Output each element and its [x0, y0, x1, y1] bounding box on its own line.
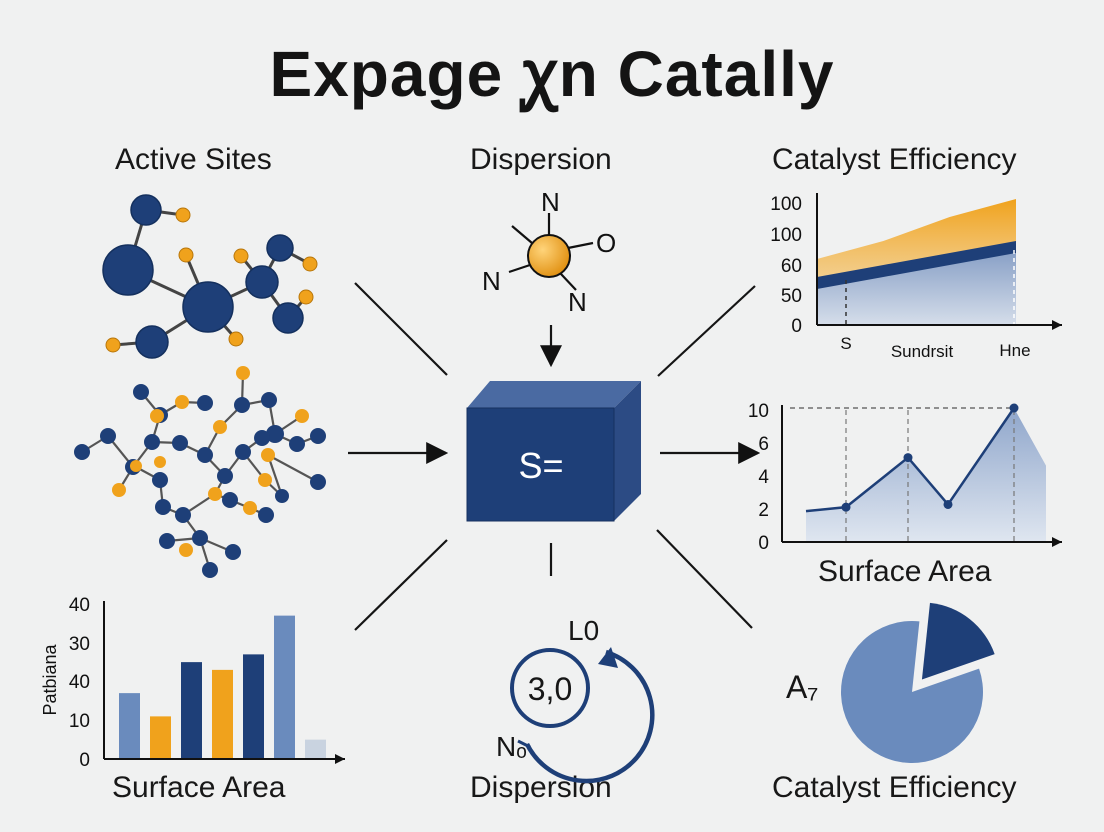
orange-atom	[527, 234, 571, 278]
atom-label-n-top: N	[541, 187, 560, 217]
surface-area-bar-chart: 40 30 40 10 0 Patbiana	[40, 595, 345, 771]
pie-slice-small	[921, 602, 995, 680]
bar	[274, 615, 295, 759]
top-chart-x-arrowhead	[1052, 320, 1062, 330]
y-tick-label: 4	[758, 467, 769, 488]
x-tick-label: S	[840, 334, 851, 353]
surface-area-line-chart: 10 6 4 2 0	[748, 401, 1062, 554]
atom-label-n-left: N	[482, 266, 501, 296]
data-point	[903, 453, 913, 463]
y-tick-label: 10	[748, 401, 769, 422]
cycle-arrowhead	[598, 647, 618, 668]
data-point	[943, 499, 953, 509]
cycle-value: 3,0	[528, 671, 572, 707]
cycle-top-label: L0	[568, 615, 599, 646]
dispersion-atom: N O N N	[482, 187, 616, 317]
y-tick-label: 40	[69, 595, 90, 616]
atom-label-o: O	[596, 228, 616, 258]
mid-chart-x-arrowhead	[1052, 537, 1062, 547]
bar	[305, 739, 326, 759]
area-series-3	[817, 253, 1016, 325]
data-point	[841, 502, 851, 512]
molecule-illustration	[102, 194, 318, 359]
center-block: S=	[466, 381, 641, 522]
connectors	[348, 282, 761, 631]
pie-slice-large	[841, 620, 983, 763]
label-dispersion-top: Dispersion	[470, 143, 612, 176]
y-tick-label: 0	[79, 750, 90, 771]
label-surface-area-bottom: Surface Area	[112, 771, 286, 804]
y-tick-label: 0	[758, 533, 769, 554]
atom-label-n-bottom: N	[568, 287, 587, 317]
bar-chart-x-arrowhead	[335, 754, 345, 764]
pie-side-label: A₇	[786, 669, 818, 705]
catalyst-efficiency-pie-chart: A₇	[786, 602, 995, 763]
label-dispersion-bottom: Dispersion	[470, 771, 612, 804]
y-tick-label: 50	[781, 286, 802, 307]
y-tick-label: 10	[69, 711, 90, 732]
x-tick-label: Hne	[999, 341, 1030, 360]
dispersion-cycle: 3,0 L0 Nₒ	[496, 615, 655, 784]
cycle-bottom-label: Nₒ	[496, 731, 527, 762]
connector-top-left	[354, 282, 448, 376]
surface-area-fill	[806, 408, 1046, 542]
network-illustration	[74, 366, 326, 578]
data-point	[1009, 403, 1019, 413]
connector-bottom-left	[354, 539, 448, 631]
bar	[181, 662, 202, 759]
center-block-label: S=	[518, 445, 563, 486]
bar	[119, 693, 140, 759]
bar	[150, 716, 171, 759]
y-tick-label: 100	[770, 194, 802, 215]
label-catalyst-efficiency-top: Catalyst Efficiency	[772, 143, 1017, 176]
y-tick-label: 60	[781, 256, 802, 277]
connector-top-right	[657, 285, 756, 377]
page-title: Expage ꭕn Catally	[269, 38, 835, 110]
label-active-sites: Active Sites	[115, 143, 272, 176]
x-tick-label: Sundrsit	[891, 342, 954, 361]
y-tick-label: 40	[69, 672, 90, 693]
y-tick-label: 0	[791, 316, 802, 337]
bar	[212, 669, 233, 759]
y-axis-label: Patbiana	[40, 643, 60, 715]
bar	[243, 654, 264, 759]
y-tick-label: 100	[770, 225, 802, 246]
connector-bottom-right	[656, 529, 753, 629]
value-ring	[510, 648, 590, 728]
y-tick-label: 6	[758, 434, 769, 455]
y-tick-label: 30	[69, 634, 90, 655]
label-surface-area-right: Surface Area	[818, 555, 992, 588]
y-tick-label: 2	[758, 500, 769, 521]
label-catalyst-efficiency-bottom: Catalyst Efficiency	[772, 771, 1017, 804]
catalyst-efficiency-area-chart: 100 100 60 50 0S Sundrsit Hne	[770, 193, 1062, 361]
